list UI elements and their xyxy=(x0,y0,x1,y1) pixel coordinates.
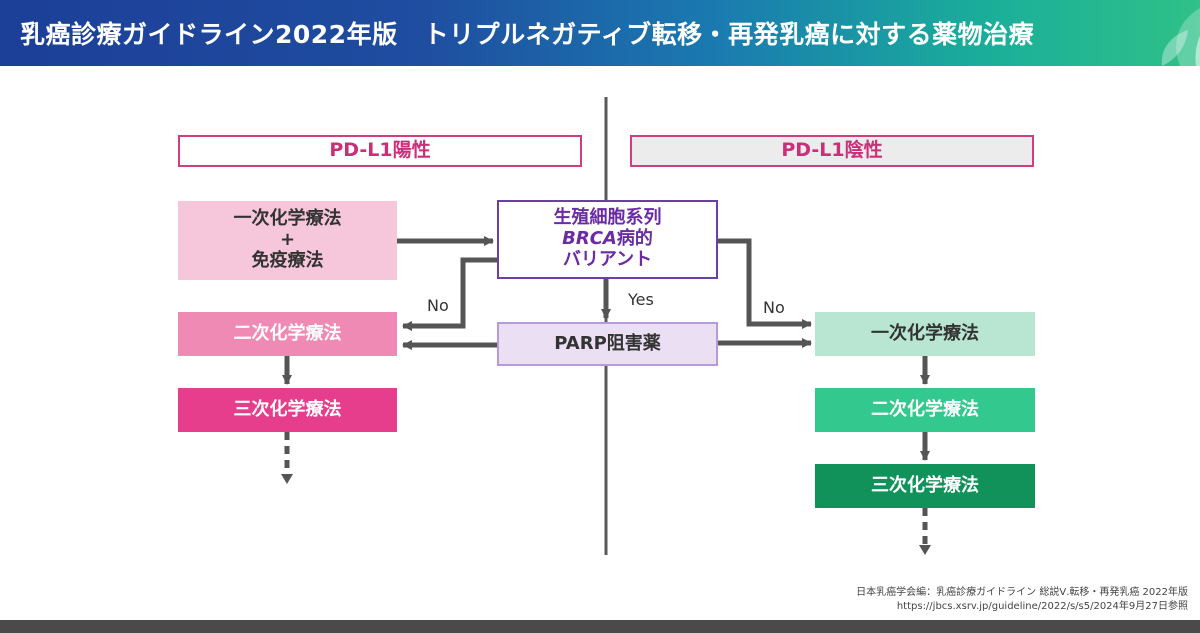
parp-label: PARP阻害薬 xyxy=(554,332,661,354)
right-first-line-chemo: 一次化学療法 xyxy=(815,312,1035,356)
right-first-line-label: 一次化学療法 xyxy=(871,322,979,344)
header-bar: 乳癌診療ガイドライン2022年版トリプルネガティブ転移・再発乳癌に対する薬物治療 xyxy=(0,0,1200,66)
arrow-brca-no-right xyxy=(718,238,812,329)
brca-variant-box: 生殖細胞系列 BRCA病的 バリアント xyxy=(497,200,718,279)
parp-inhibitor-box: PARP阻害薬 xyxy=(497,322,718,366)
page-title: 乳癌診療ガイドライン2022年版トリプルネガティブ転移・再発乳癌に対する薬物治療 xyxy=(20,15,1034,51)
arrow-right-3-head xyxy=(919,545,931,555)
pdl1-positive-label: PD-L1陽性 xyxy=(329,139,431,162)
left-third-line-label: 三次化学療法 xyxy=(233,398,342,420)
citation: 日本乳癌学会編：乳癌診療ガイドライン 総説Ⅴ.転移・再発乳癌 2022年版 ht… xyxy=(856,586,1188,614)
left-first-line-chemo: 一次化学療法 xyxy=(233,208,342,230)
pdl1-negative-header: PD-L1陰性 xyxy=(630,135,1034,167)
leaf-decoration-icon xyxy=(1161,8,1200,66)
right-third-line-label: 三次化学療法 xyxy=(871,474,979,496)
brca-line2: BRCA病的 xyxy=(554,228,662,250)
left-first-line-plus: + xyxy=(279,229,296,251)
brca-suffix: 病的 xyxy=(616,228,653,250)
pdl1-negative-label: PD-L1陰性 xyxy=(781,139,883,162)
right-third-line-chemo: 三次化学療法 xyxy=(815,464,1035,508)
brca-line3: バリアント xyxy=(562,248,653,270)
brca-italic: BRCA xyxy=(562,228,617,250)
title-guideline: 乳癌診療ガイドライン2022年版 xyxy=(20,20,398,49)
left-first-line-chemo-immuno: 一次化学療法 + 免疫療法 xyxy=(178,201,397,280)
citation-url: https://jbcs.xsrv.jp/guideline/2022/s/s5… xyxy=(896,601,1188,612)
bottom-bar xyxy=(0,620,1200,633)
pdl1-positive-header: PD-L1陽性 xyxy=(178,135,582,167)
left-first-line-immuno: 免疫療法 xyxy=(251,249,324,271)
right-second-line-label: 二次化学療法 xyxy=(871,398,979,420)
citation-source: 日本乳癌学会編：乳癌診療ガイドライン 総説Ⅴ.転移・再発乳癌 2022年版 xyxy=(856,587,1188,598)
label-yes: Yes xyxy=(628,290,654,309)
label-no-left: No xyxy=(427,296,449,315)
left-third-line-chemo: 三次化学療法 xyxy=(178,388,397,432)
label-no-right: No xyxy=(763,298,785,317)
arrow-brca-no-left xyxy=(402,257,497,331)
brca-line1: 生殖細胞系列 xyxy=(553,207,662,229)
right-second-line-chemo: 二次化学療法 xyxy=(815,388,1035,432)
left-second-line-label: 二次化学療法 xyxy=(233,322,342,344)
title-topic: トリプルネガティブ転移・再発乳癌に対する薬物治療 xyxy=(423,20,1035,49)
arrow-left-3-head xyxy=(281,474,293,484)
left-second-line-chemo: 二次化学療法 xyxy=(178,312,397,356)
